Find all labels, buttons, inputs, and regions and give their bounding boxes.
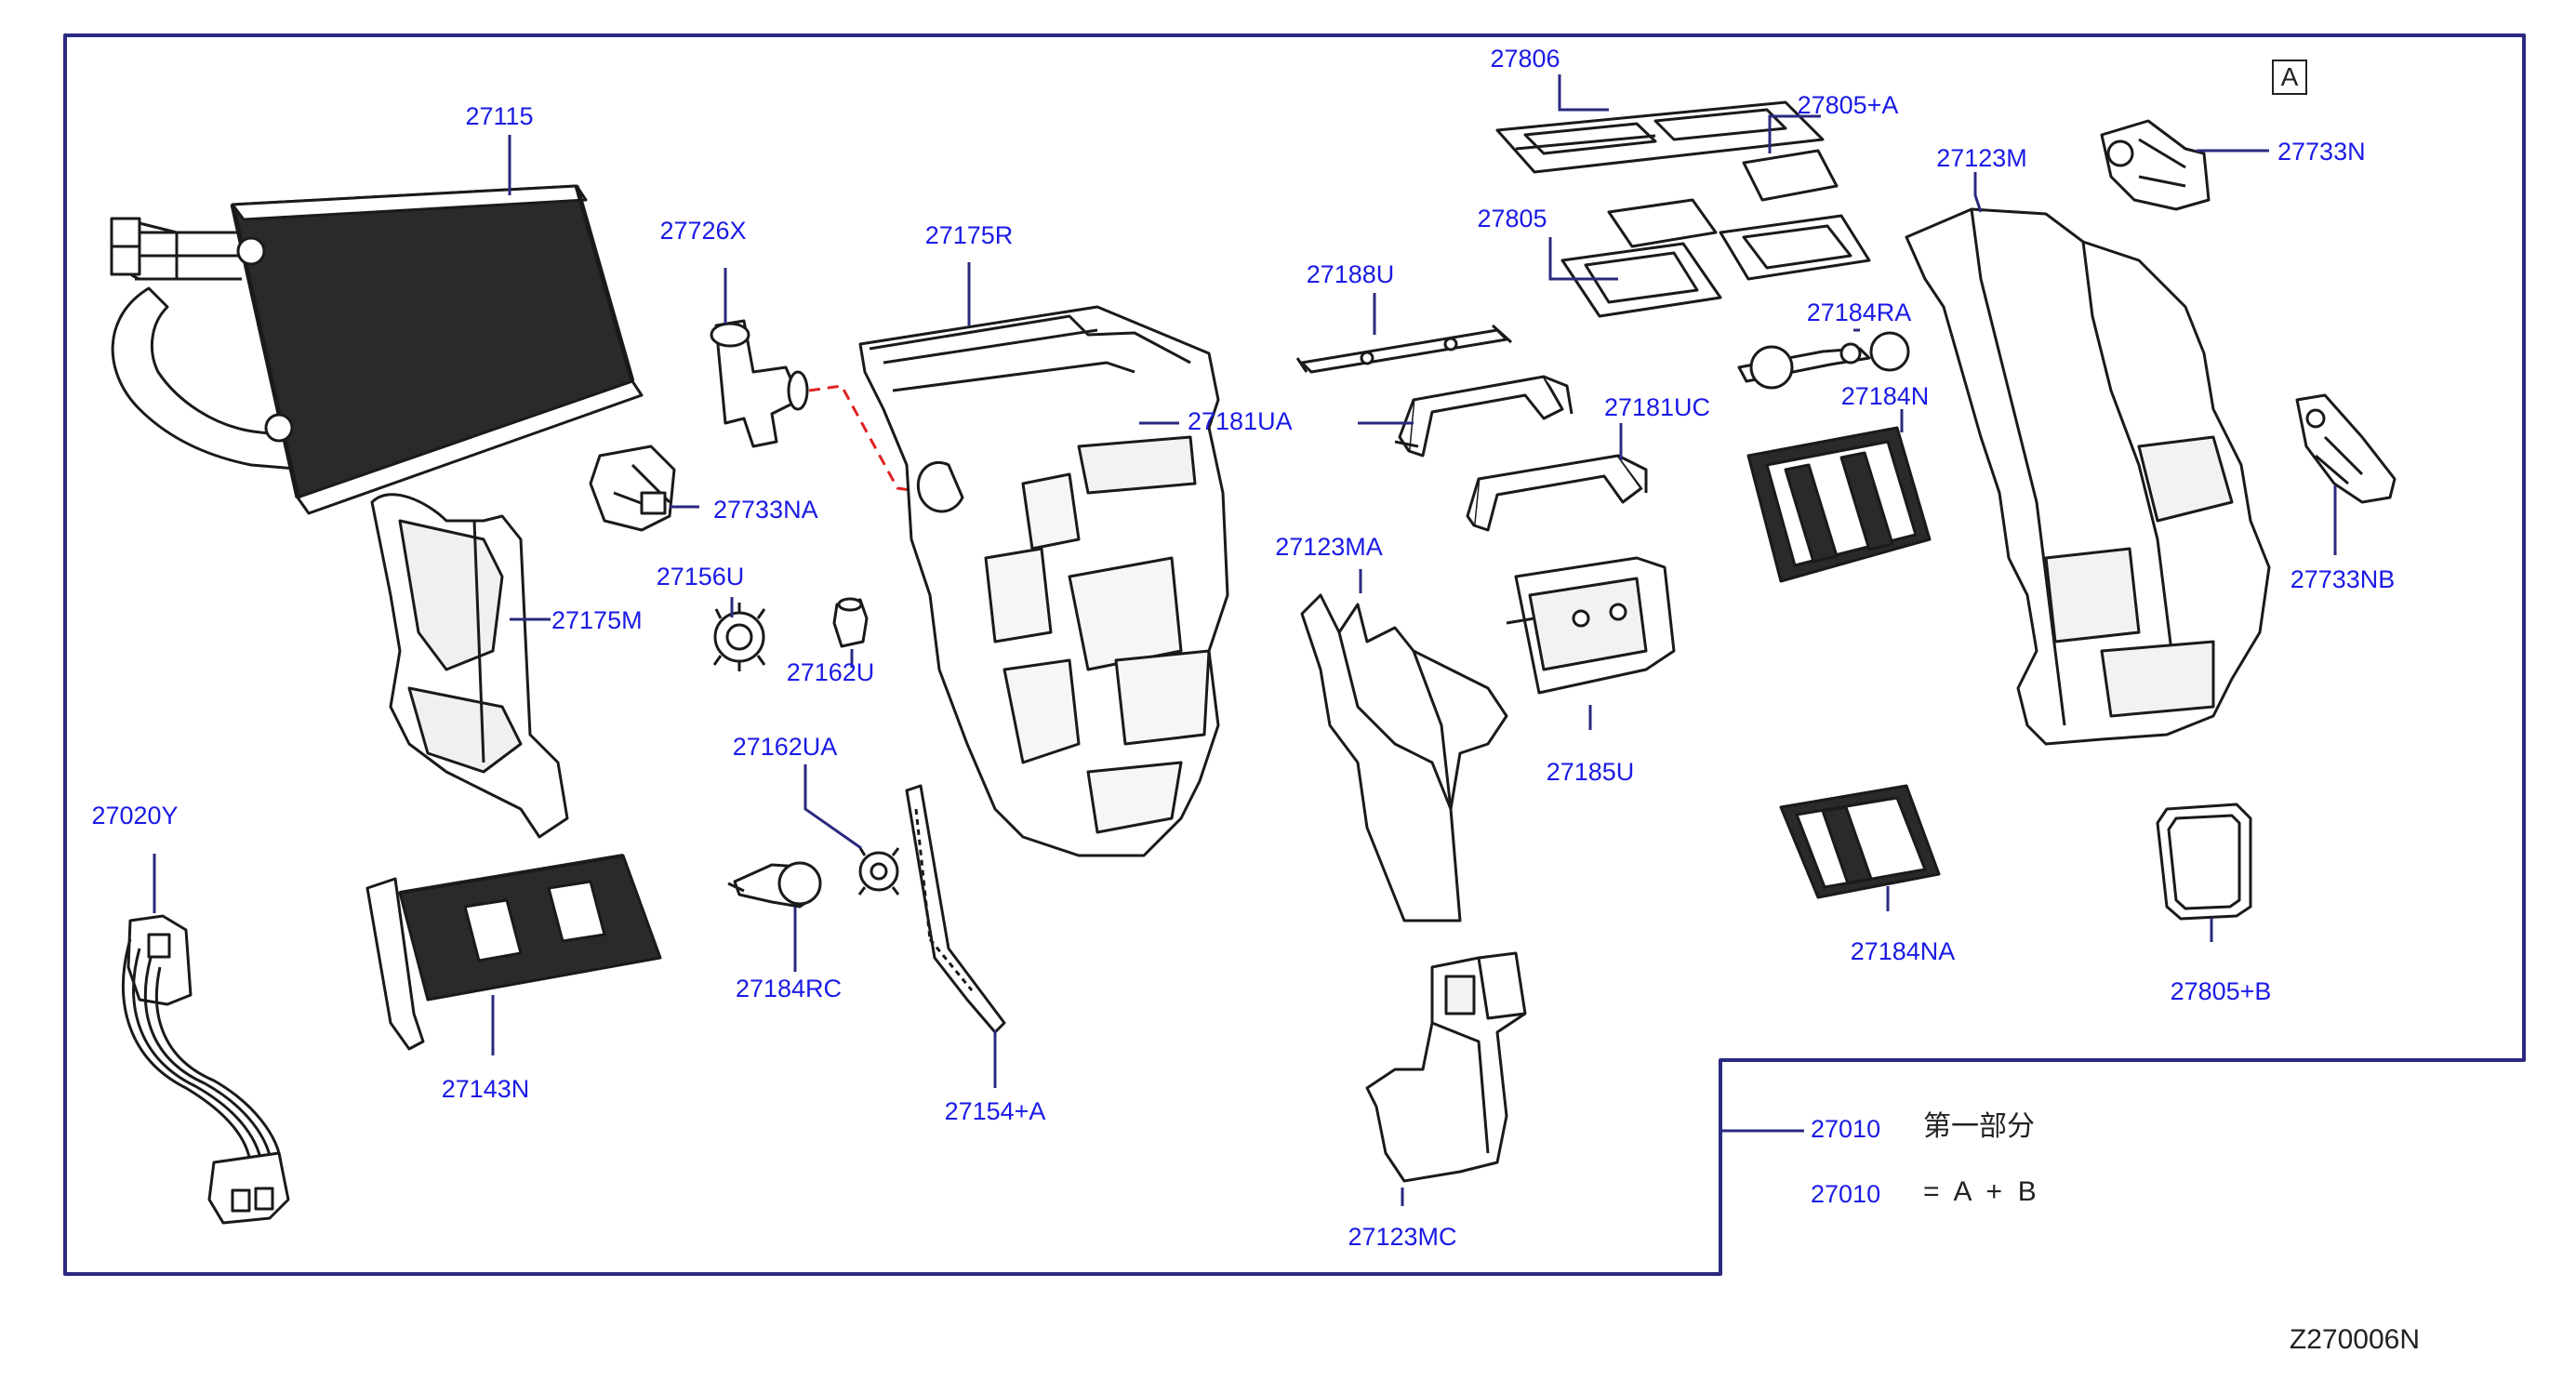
part-label-27162u[interactable]: 27162U [786,658,875,686]
gear-162ua-drawing [857,847,900,896]
filter-805-drawing [1560,198,1871,318]
seal-805b-drawing [2156,803,2252,921]
legend-text-a-plus-b: = A + B [1923,1176,2037,1207]
part-label-27806[interactable]: 27806 [1490,45,1560,73]
actuator-185u-drawing [1506,556,1676,695]
duct-m-drawing [370,493,569,839]
part-label-27156u[interactable]: 27156U [656,563,745,590]
part-label-27184n[interactable]: 27184N [1840,382,1930,410]
part-label-27143n[interactable]: 27143N [441,1075,530,1103]
part-label-27184ra[interactable]: 27184RA [1806,299,1912,326]
leader-lines [153,74,2337,1206]
part-label-27020y[interactable]: 27020Y [91,802,179,829]
legend-text-first-part: 第一部分 [1923,1110,2035,1143]
rod-188u-drawing [1295,324,1513,374]
part-label-27115[interactable]: 27115 [465,102,534,130]
shaft-184ra-drawing [1737,331,1910,390]
part-label-27154a[interactable]: 27154+A [944,1097,1046,1125]
part-label-27175m[interactable]: 27175M [551,606,643,634]
gear-162u-drawing [832,597,869,648]
harness-drawing [122,914,290,1225]
part-label-27162ua[interactable]: 27162UA [732,733,838,761]
part-label-27123ma[interactable]: 27123MA [1275,533,1383,561]
door-181ua-drawing [1394,375,1573,458]
heater-core-drawing [110,184,644,515]
filter-frame-806-drawing [1495,100,1825,174]
part-label-27726x[interactable]: 27726X [659,217,747,245]
duct-ma-drawing [1300,593,1508,922]
part-label-27181ua[interactable]: 27181UA [1188,407,1293,435]
shaft-184rc-drawing [727,861,822,909]
part-label-27805a[interactable]: 27805+A [1797,91,1899,119]
valve-drawing [710,319,809,448]
frame-border [63,33,2526,1276]
duct-mc-drawing [1365,951,1527,1183]
part-label-27805[interactable]: 27805 [1477,205,1547,232]
part-label-27175r[interactable]: 27175R [924,221,1014,249]
filter-184na-drawing [1779,784,1941,899]
part-label-27733nb[interactable]: 27733NB [2290,565,2396,593]
filter-sheet-805a-drawing [1742,149,1839,202]
part-label-27184rc[interactable]: 27184RC [735,975,843,1002]
gear-156u-drawing [712,603,766,671]
seal-strip-drawing [905,784,1006,1034]
case-123m-drawing [1905,207,2271,746]
part-label-27123m[interactable]: 27123M [1936,144,2027,172]
actuator-na-drawing [589,445,676,532]
actuator-733nb-drawing [2295,393,2397,504]
part-label-27188u[interactable]: 27188U [1306,260,1395,288]
heater-case-drawing [858,305,1229,857]
filter-184n-drawing [1746,426,1932,583]
actuator-733n-drawing [2100,119,2211,211]
part-label-27733na[interactable]: 27733NA [713,496,818,524]
drawing-id: Z270006N [2289,1324,2420,1355]
part-label-27123mc[interactable]: 27123MC [1348,1223,1457,1251]
inset-marker-a: A [2272,60,2307,95]
part-label-27185u[interactable]: 27185U [1546,758,1635,786]
part-label-27181uc[interactable]: 27181UC [1603,393,1711,421]
legend-part-27010-b[interactable]: 27010 [1811,1180,1881,1208]
part-label-27184na[interactable]: 27184NA [1850,937,1956,965]
part-label-27733n[interactable]: 27733N [2277,138,2366,166]
door-181uc-drawing [1466,454,1648,532]
part-label-27805b[interactable]: 27805+B [2170,977,2272,1005]
evaporator-143n-drawing [365,854,662,1051]
legend-part-27010-a[interactable]: 27010 [1811,1115,1881,1143]
